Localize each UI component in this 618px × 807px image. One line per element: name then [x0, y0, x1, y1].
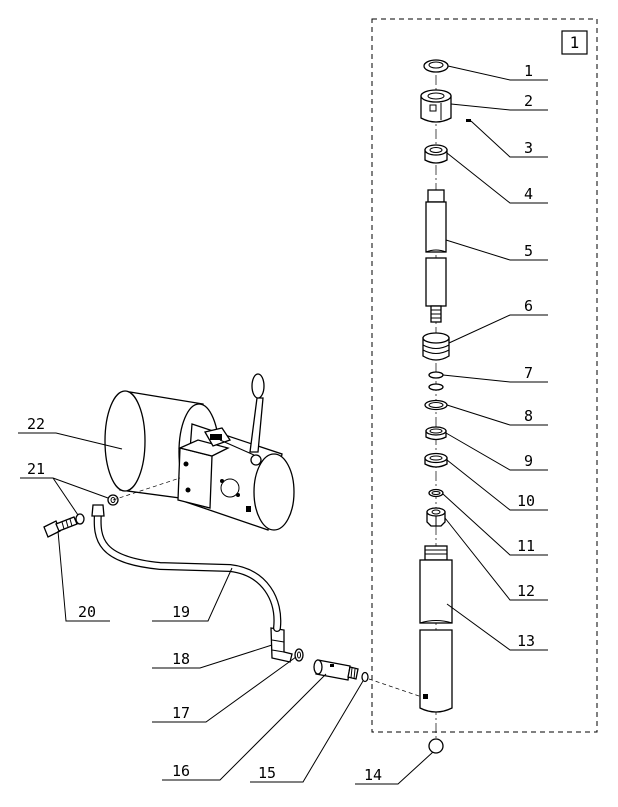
- callout-8: 8: [524, 407, 533, 425]
- callout-4: 4: [524, 185, 533, 203]
- part-6-piston: [422, 332, 450, 361]
- assembly-label: 1: [570, 33, 580, 52]
- part-18-elbow-fitting: [270, 627, 293, 663]
- callout-14: 14: [364, 766, 382, 784]
- callout-15: 15: [258, 764, 276, 782]
- callout-7: 7: [524, 364, 533, 382]
- part-12-hex-nut: [426, 507, 446, 527]
- part-20-bolt: [43, 516, 78, 538]
- part-22-power-unit: [104, 373, 295, 531]
- callout-5: 5: [524, 242, 533, 260]
- part-16-adapter: [313, 659, 359, 681]
- callout-3: 3: [524, 139, 533, 157]
- part-4-bushing: [424, 144, 448, 164]
- part-9-seal: [425, 426, 447, 441]
- callout-6: 6: [524, 297, 533, 315]
- part-11-small-ring: [428, 488, 444, 498]
- part-3-pin: [466, 119, 471, 122]
- part-17-washer: [294, 648, 304, 662]
- callout-11: 11: [517, 537, 535, 555]
- part-1-ring: [423, 59, 449, 73]
- callout-22: 22: [27, 415, 45, 433]
- assembly-boundary: [371, 18, 598, 733]
- callout-2: 2: [524, 92, 533, 110]
- part-15-o-ring: [361, 671, 369, 683]
- part-10-guide-ring: [424, 452, 448, 468]
- callout-9: 9: [524, 452, 533, 470]
- callout-18: 18: [172, 650, 190, 668]
- callout-1: 1: [524, 62, 533, 80]
- assembly-label-box: [561, 30, 588, 55]
- callout-17: 17: [172, 704, 190, 722]
- part-19-hose: [91, 504, 282, 632]
- part-2-head-nut: [420, 89, 452, 123]
- callout-labels: 1 2 3 4 5 6 7 8 9 10 11 12 13 14 15 16 1…: [27, 62, 535, 784]
- callout-16: 16: [172, 762, 190, 780]
- callout-12: 12: [517, 582, 535, 600]
- part-7-o-rings: [428, 371, 444, 391]
- part-8-washer: [424, 399, 448, 411]
- part-14-ball: [428, 738, 444, 754]
- callout-20: 20: [78, 603, 96, 621]
- part-13-cylinder-barrel: [419, 545, 453, 713]
- callout-13: 13: [517, 632, 535, 650]
- part-5-piston-rod: [425, 189, 447, 323]
- callout-19: 19: [172, 603, 190, 621]
- callout-10: 10: [517, 492, 535, 510]
- callout-21: 21: [27, 460, 45, 478]
- leader-lines: [18, 65, 548, 785]
